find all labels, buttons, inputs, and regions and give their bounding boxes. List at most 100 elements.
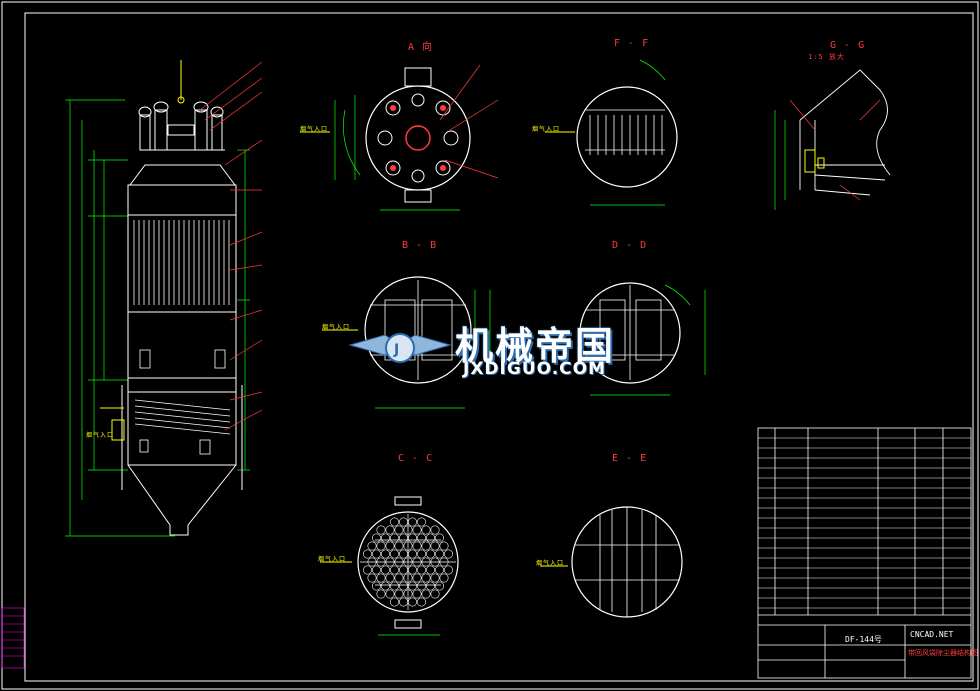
tube-hole (407, 517, 417, 527)
binding-strip (1, 607, 25, 669)
tube-hole (425, 581, 435, 591)
tube-hole (407, 581, 417, 591)
section-b-b (322, 276, 491, 409)
section-label-gg: G - G (830, 40, 866, 51)
section-g-g-detail (774, 69, 891, 210)
tube-hole (398, 597, 408, 607)
tube-hole (389, 597, 399, 607)
inlet-label-f: 烟气入口 (532, 126, 561, 133)
tube-hole (385, 589, 395, 599)
tube-hole (394, 541, 404, 551)
section-label-dd: D - D (612, 240, 648, 251)
tube-hole (376, 573, 386, 583)
section-label-a: A 向 (408, 42, 434, 53)
tube-hole (430, 525, 440, 535)
inlet-label-main: 烟气入口 (86, 432, 115, 439)
tube-hole (430, 541, 440, 551)
tube-hole (421, 525, 431, 535)
tube-hole (434, 565, 444, 575)
tube-hole (398, 565, 408, 575)
tube-hole (367, 541, 377, 551)
title-block (757, 427, 972, 679)
section-label-ff: F - F (614, 38, 650, 49)
section-e-e (540, 506, 683, 618)
tube-hole (416, 565, 426, 575)
svg-text:J: J (393, 342, 399, 358)
section-a-view (300, 64, 499, 211)
section-d-d (579, 282, 706, 396)
tube-hole (412, 541, 422, 551)
drawing-number: DF-144号 (845, 635, 882, 644)
tube-hole (421, 573, 431, 583)
tube-hole (376, 525, 386, 535)
tube-hole (385, 525, 395, 535)
tube-hole (430, 589, 440, 599)
tube-hole (412, 557, 422, 567)
tube-hole (376, 557, 386, 567)
tube-hole (412, 525, 422, 535)
tube-hole (371, 533, 381, 543)
tube-hole (421, 589, 431, 599)
tube-hole (398, 581, 408, 591)
tube-hole (421, 541, 431, 551)
tube-hole (434, 581, 444, 591)
drawing-title: 带回风袋除尘器结构图 (908, 649, 978, 657)
tube-hole (376, 541, 386, 551)
watermark-logo: J (348, 333, 452, 363)
tube-hole (403, 525, 413, 535)
watermark-en: JXDIGUO.COM (463, 359, 607, 379)
tube-hole (398, 517, 408, 527)
tube-hole (403, 589, 413, 599)
tube-hole (434, 533, 444, 543)
tube-hole (371, 565, 381, 575)
tube-hole (398, 549, 408, 559)
tube-hole (430, 573, 440, 583)
tube-hole (407, 533, 417, 543)
inner-frame (24, 12, 974, 682)
tube-hole (434, 549, 444, 559)
tube-hole (389, 581, 399, 591)
tube-hole (443, 549, 453, 559)
tube-hole (385, 557, 395, 567)
tube-hole (443, 565, 453, 575)
inlet-label-a: 烟气入口 (300, 126, 329, 133)
tube-hole (425, 565, 435, 575)
tube-hole (380, 565, 390, 575)
section-label-bb: B - B (402, 240, 438, 251)
tube-hole (394, 589, 404, 599)
tube-hole (371, 549, 381, 559)
website-label: CNCAD.NET (910, 630, 954, 639)
tube-hole (394, 573, 404, 583)
tube-hole (389, 549, 399, 559)
tube-hole (416, 597, 426, 607)
inlet-label-e: 烟气入口 (536, 560, 565, 567)
tube-hole (439, 557, 449, 567)
section-label-cc: C - C (398, 453, 434, 464)
tube-hole (398, 533, 408, 543)
tube-hole (385, 573, 395, 583)
tube-hole (416, 549, 426, 559)
tube-hole (416, 581, 426, 591)
tube-hole (362, 565, 372, 575)
tube-hole (367, 557, 377, 567)
tube-hole (425, 549, 435, 559)
inlet-label-c: 烟气入口 (318, 556, 347, 563)
tube-hole (425, 533, 435, 543)
tube-hole (439, 573, 449, 583)
tube-hole (421, 557, 431, 567)
tube-hole (389, 517, 399, 527)
section-c-c (320, 496, 459, 636)
tube-hole (403, 557, 413, 567)
tube-hole (416, 533, 426, 543)
inlet-label-b: 烟气入口 (322, 324, 351, 331)
tube-hole (371, 581, 381, 591)
tube-hole (380, 581, 390, 591)
tube-hole (403, 573, 413, 583)
tube-hole (416, 517, 426, 527)
tube-hole (376, 589, 386, 599)
watermark-cn: 机械帝国 (455, 324, 616, 368)
tube-hole (380, 533, 390, 543)
tube-hole (394, 557, 404, 567)
